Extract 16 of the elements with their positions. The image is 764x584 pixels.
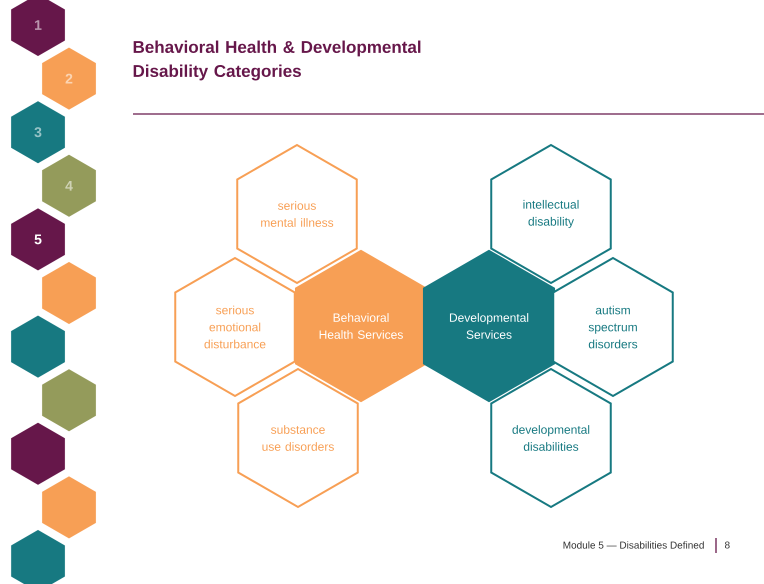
hexagon [11,422,65,485]
page-number: 8 [724,541,730,549]
number-hexagon: 5 [11,208,65,270]
category-hexagon: Developmental Services [422,250,556,402]
number-hexagon: 3 [11,101,65,164]
title: Behavioral Health & Developmental Disability Categories [134,40,420,80]
footer-text: Module 5 — Disabilities Defined [564,541,704,549]
number-hexagon: 1 [11,0,65,56]
hexagon [11,316,65,378]
hexagon [42,369,96,432]
number-hexagon: 4 [42,154,96,217]
category-hexagon: Behavioral Health Services [294,250,428,402]
hexagon [11,530,65,584]
hexagon [42,476,96,538]
hexagon [42,262,96,324]
number-hexagon: 2 [42,48,96,110]
